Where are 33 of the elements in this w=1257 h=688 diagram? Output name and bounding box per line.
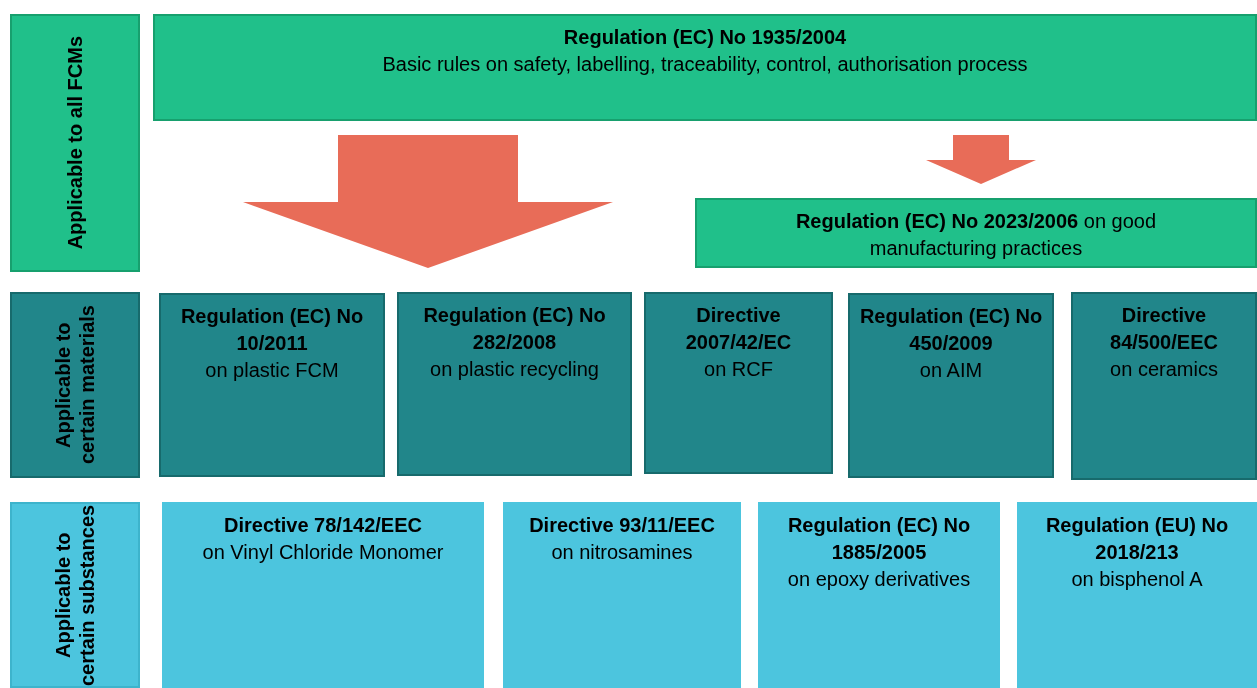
- regulation-box: [695, 198, 1257, 268]
- block-arrow: [243, 135, 613, 268]
- regulation-box: [758, 502, 1000, 688]
- regulation-box: [848, 293, 1054, 478]
- band-label: Applicable to certain substances: [51, 504, 99, 686]
- band-label: Applicable to certain materials: [51, 304, 99, 467]
- regulation-box: [162, 502, 484, 688]
- regulation-box: [397, 292, 632, 476]
- regulation-scope: on AIM: [919, 358, 983, 383]
- regulation-title: Directive 78/142/EEC: [224, 513, 422, 538]
- regulation-scope: on plastic FCM: [205, 358, 339, 383]
- category-band: [10, 14, 140, 272]
- regulation-box: [1017, 502, 1257, 688]
- regulation-scope: on RCF: [704, 357, 773, 382]
- regulation-scope: on bisphenol A: [1071, 567, 1203, 592]
- regulation-scope: on epoxy derivatives: [787, 567, 971, 592]
- regulation-box: [1071, 292, 1257, 480]
- regulation-scope: on ceramics: [1110, 357, 1218, 382]
- regulation-scope: on plastic recycling: [430, 357, 599, 382]
- regulation-box: [503, 502, 741, 688]
- regulation-scope: on Vinyl Chloride Monomer: [202, 540, 444, 565]
- regulation-scope: on nitrosamines: [551, 540, 693, 565]
- band-label: Applicable to all FCMs: [63, 36, 87, 250]
- regulation-scope: Regulation (EC) No 2023/2006 on good manufacturing practices: [794, 209, 1158, 261]
- block-arrow: [926, 135, 1036, 184]
- regulation-title: Directive 93/11/EEC: [529, 513, 715, 538]
- category-band: [10, 502, 140, 688]
- regulation-box: [159, 293, 385, 477]
- regulation-box: [644, 292, 833, 474]
- regulation-title: Regulation (EC) No 1935/2004: [563, 25, 847, 50]
- category-band: [10, 292, 140, 478]
- regulation-box: [153, 14, 1257, 121]
- regulation-scope: Basic rules on safety, labelling, traceability, control, authorisation process: [382, 52, 1028, 77]
